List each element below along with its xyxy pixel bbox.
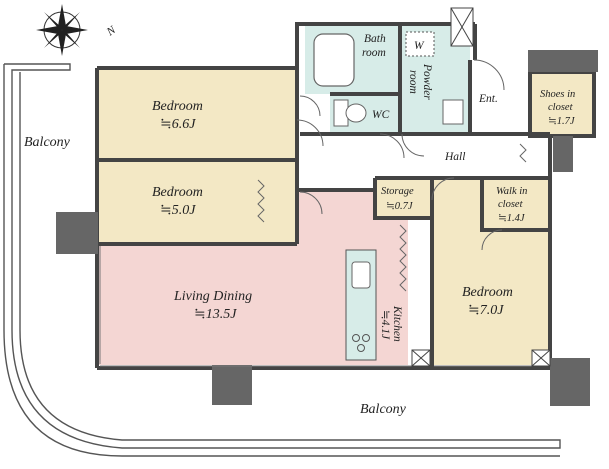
room-shoes	[530, 72, 594, 136]
bath-name-1: Bath	[364, 33, 386, 45]
kitchen-name: Kitchen	[391, 305, 403, 342]
shoes-name-2: closet	[548, 102, 574, 113]
walkin-size: ≒1.4J	[498, 213, 526, 224]
powder-name-2: room	[407, 70, 419, 94]
toilet-icon	[333, 99, 367, 127]
doors	[296, 59, 505, 251]
bedroom-e-name: Bedroom	[462, 285, 513, 300]
shoes-name-1: Shoes in	[540, 89, 575, 100]
room-storage	[375, 178, 432, 218]
washer-label: W	[414, 40, 425, 52]
storage-size: ≒0.7J	[386, 201, 414, 212]
living-size: ≒13.5J	[194, 307, 237, 322]
balcony-south-name: Balcony	[360, 402, 407, 417]
kitchen-counter	[345, 249, 377, 361]
room-bedroom-e	[432, 178, 550, 365]
bedroom-w-size: ≒5.0J	[160, 203, 196, 218]
room-bedroom-w	[97, 162, 297, 242]
closet-doors	[257, 143, 527, 292]
storage-name: Storage	[381, 186, 414, 197]
balcony-west-name: Balcony	[24, 135, 71, 150]
wc-name: WC	[372, 109, 390, 121]
bathtub-icon	[313, 33, 355, 87]
room-bedroom-nw	[97, 70, 297, 160]
living-name: Living Dining	[173, 289, 252, 304]
compass-rose-icon: N	[36, 4, 119, 56]
bath-name-2: room	[362, 47, 386, 59]
shoes-size: ≒1.7J	[548, 116, 576, 127]
bedroom-nw-size: ≒6.6J	[160, 117, 196, 132]
entrance-name: Ent.	[478, 93, 498, 105]
kitchen-size: ≒4.1J	[379, 310, 391, 340]
north-label: N	[104, 23, 119, 39]
windows	[99, 246, 548, 367]
shaft-boxes	[411, 7, 551, 367]
washer-box	[405, 31, 435, 57]
bedroom-e-size: ≒7.0J	[468, 303, 504, 318]
bedroom-w-name: Bedroom	[152, 185, 203, 200]
columns	[56, 50, 598, 406]
washbasin-icon	[442, 99, 464, 125]
bedroom-nw-name: Bedroom	[152, 99, 203, 114]
walkin-name-1: Walk in	[496, 186, 527, 197]
hall-name: Hall	[444, 151, 465, 163]
powder-name-1: Powder	[421, 63, 433, 100]
room-living	[97, 190, 408, 365]
walkin-name-2: closet	[498, 199, 524, 210]
balcony-outline	[4, 63, 561, 449]
room-walkin	[482, 178, 550, 230]
